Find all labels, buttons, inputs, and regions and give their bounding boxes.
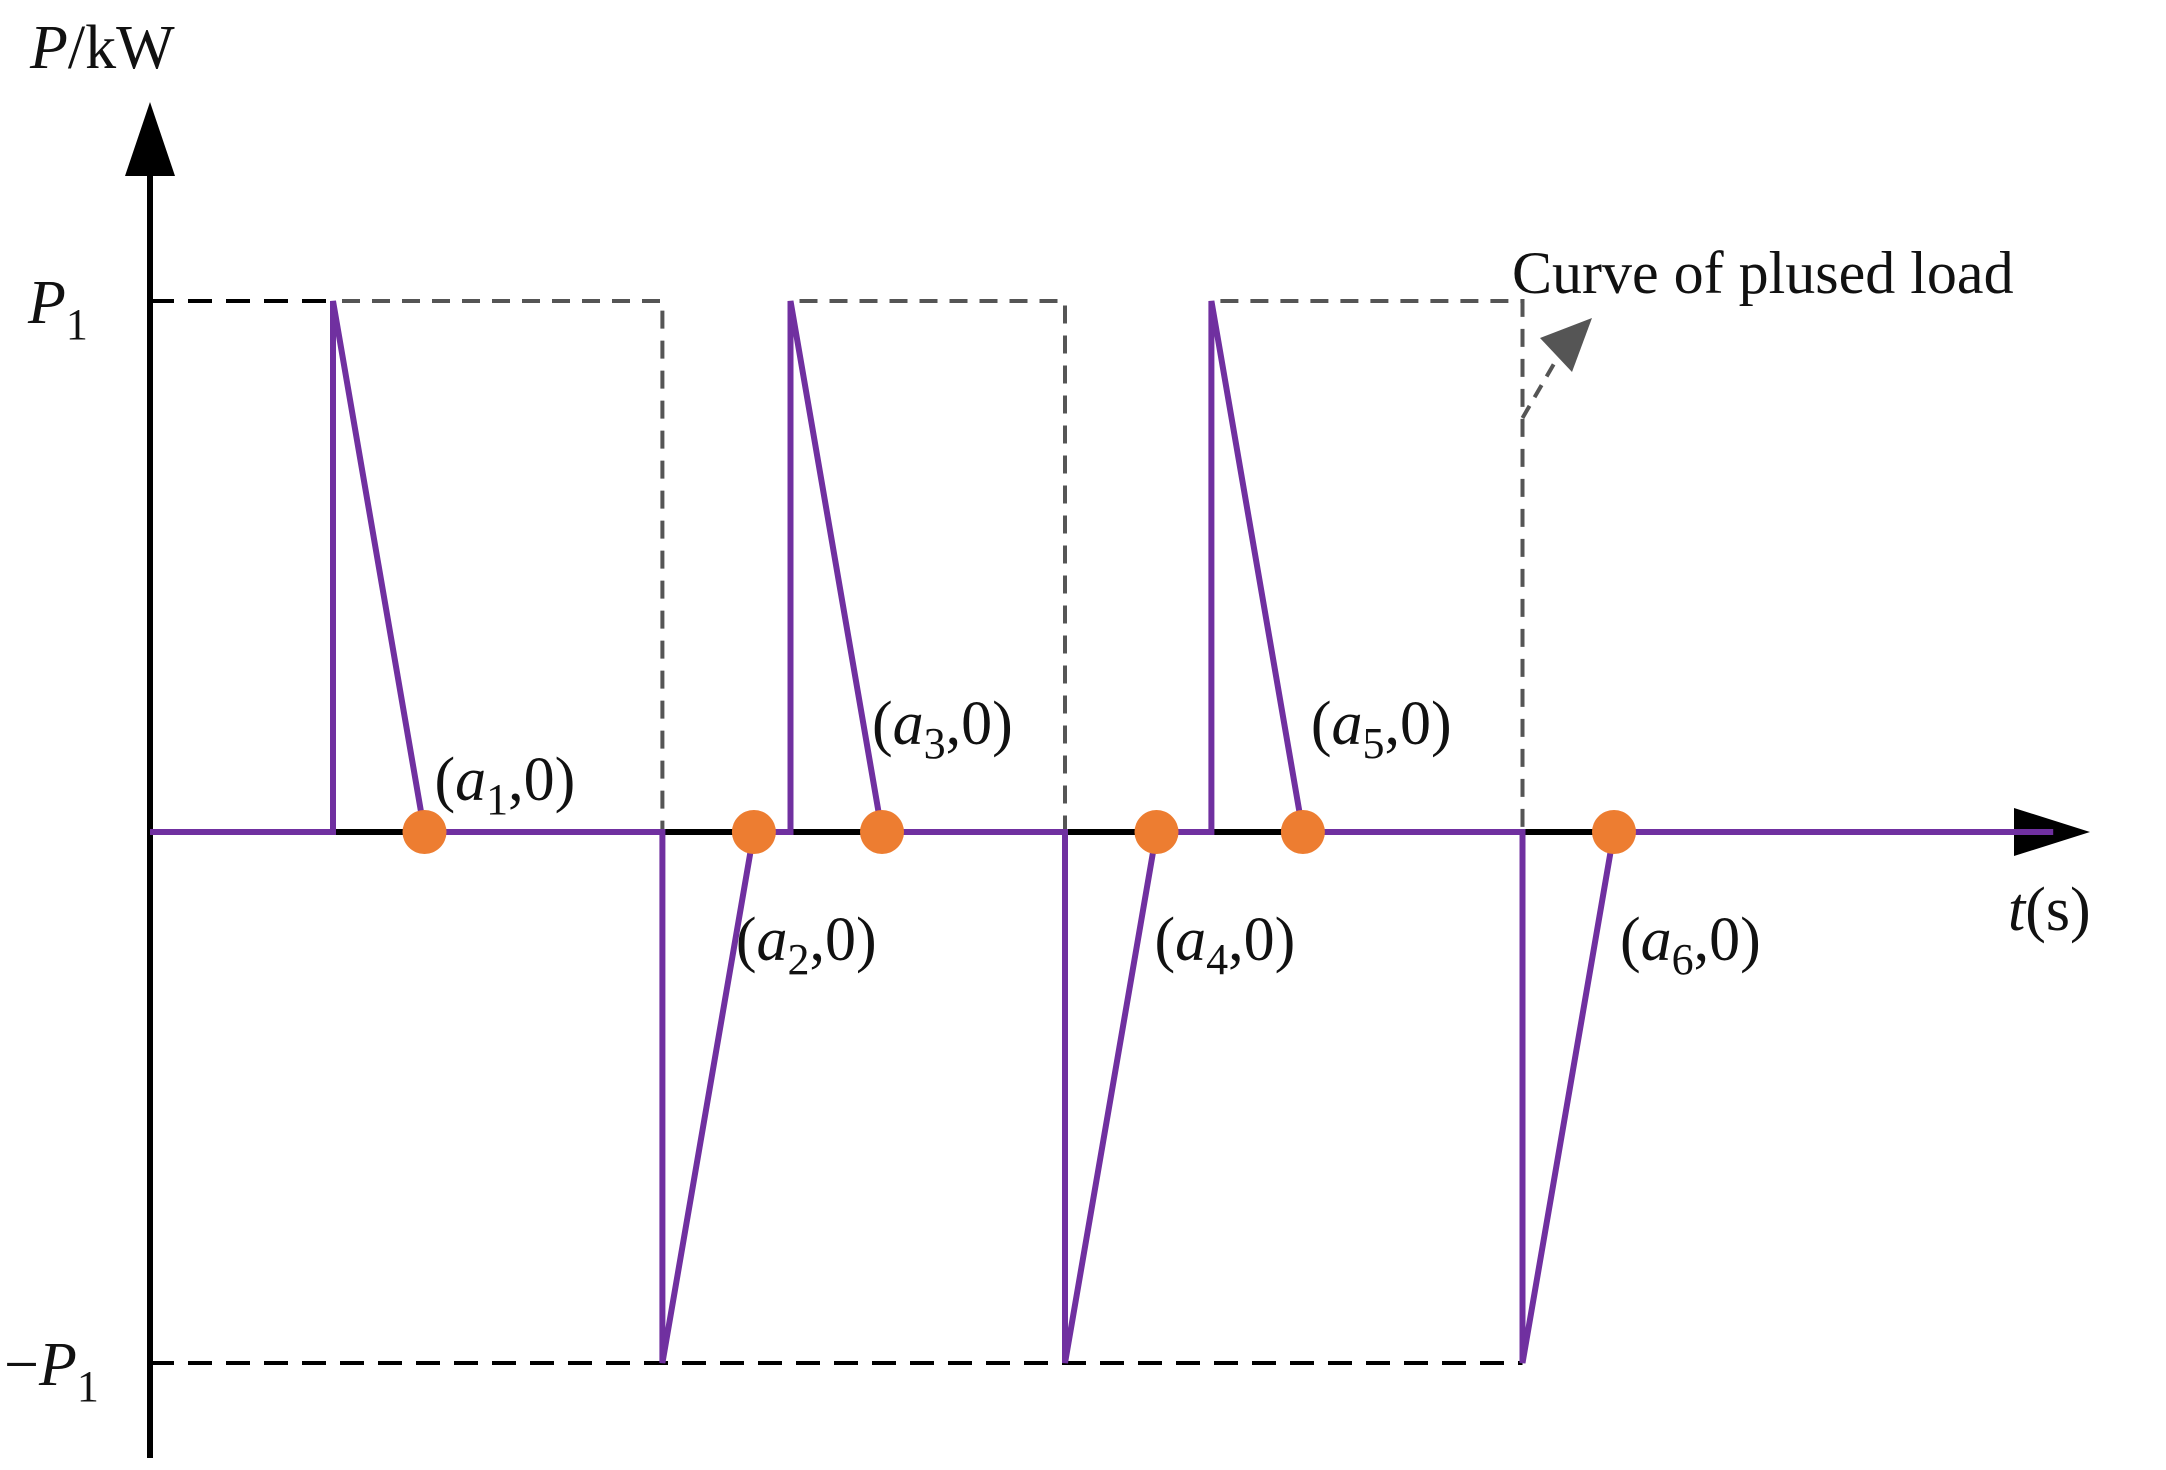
y-axis-label: P/kW <box>29 14 175 82</box>
zero-crossing-marker-6 <box>1592 810 1636 854</box>
zero-crossing-label-5: (a5,0) <box>1311 690 1452 768</box>
zero-crossing-label-6: (a6,0) <box>1620 906 1761 984</box>
response-series-line <box>150 300 2054 1364</box>
x-axis-label: t(s) <box>2008 876 2091 944</box>
y-tick-label-2: −P1 <box>4 1331 99 1411</box>
y-tick-label-1: P1 <box>27 269 88 349</box>
pulse-rect-2 <box>788 299 1067 832</box>
annotation-text: Curve of plused load <box>1512 240 2014 306</box>
zero-crossing-marker-1 <box>402 810 447 854</box>
zero-crossing-marker-5 <box>1280 810 1325 854</box>
pulse-rect-1 <box>331 299 665 832</box>
annotation-leader-line <box>1520 348 1564 420</box>
zero-crossing-label-4: (a4,0) <box>1155 906 1296 984</box>
zero-crossing-label-3: (a3,0) <box>872 690 1013 768</box>
reference-lines <box>150 299 1523 1365</box>
zero-crossing-labels: (a1,0) (a2,0) (a3,0) (a4,0) (a5,0) (a6,0) <box>435 690 1761 984</box>
zero-crossing-marker-3 <box>860 810 904 854</box>
y-tick-labels: P1 −P1 <box>4 269 99 1411</box>
zero-crossing-label-1: (a1,0) <box>435 746 576 824</box>
pulsed-load-series <box>331 299 1525 832</box>
y-axis-arrowhead <box>125 102 175 176</box>
pulsed-load-annotation: Curve of plused load <box>1512 240 2014 420</box>
zero-crossing-marker-4 <box>1134 810 1179 854</box>
zero-crossing-markers <box>402 810 1636 854</box>
annotation-arrowhead <box>1540 318 1592 372</box>
zero-crossing-label-2: (a2,0) <box>736 906 877 984</box>
zero-crossing-marker-2 <box>731 810 776 854</box>
